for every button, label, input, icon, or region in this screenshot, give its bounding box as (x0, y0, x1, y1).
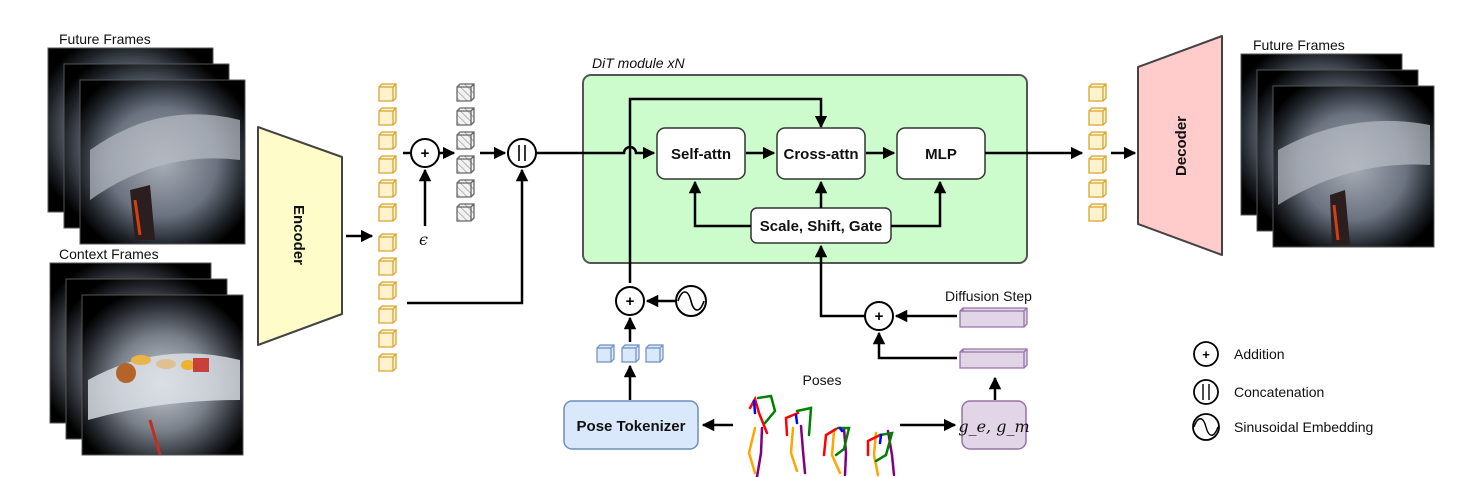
pose-embedding-to-add-arrow (872, 331, 957, 360)
legend-concatenation-label: Concatenation (1234, 384, 1324, 400)
context-frames-stack (49, 262, 244, 456)
pose-tokens (596, 344, 664, 363)
pose-tokenizer-block: Pose Tokenizer (563, 400, 699, 450)
modulation-to-self-attn-arrow (688, 180, 751, 228)
legend-concatenation: Concatenation (1193, 379, 1324, 405)
legend-addition-label: Addition (1234, 346, 1285, 362)
pose-skeleton (784, 406, 813, 475)
decoder-block (1137, 35, 1223, 256)
legend-sinusoidal: Sinusoidal Embedding (1192, 413, 1373, 441)
future-frames-stack (47, 47, 246, 245)
modulation-to-mlp-arrow (891, 180, 947, 228)
mlp-label: MLP (925, 146, 957, 163)
future-latent-tokens (378, 83, 397, 222)
pose-to-cross-attn-arrow (628, 97, 828, 283)
conditioning-addition-node: + (864, 301, 894, 331)
concatenation-node (507, 138, 537, 168)
ge-gm-block: g_e, g_m (958, 400, 1030, 450)
noisy-latent-tokens (456, 83, 475, 222)
pose-skeleton (747, 394, 777, 477)
cross-attn-label: Cross-attn (783, 146, 858, 163)
ge-gm-label: g_e, g_m (958, 417, 1029, 436)
sinusoidal-embedding-node (675, 285, 707, 317)
context-latent-tokens (378, 233, 397, 372)
encoder-label: Encoder (290, 205, 307, 265)
self-attn-block: Self-attn (656, 127, 746, 180)
output-latent-tokens (1088, 83, 1107, 222)
add-to-modulation-arrow (814, 244, 865, 318)
dit-module-label: DiT module xN (592, 55, 685, 71)
pose-tokenizer-label: Pose Tokenizer (577, 418, 686, 435)
scale-shift-gate-block: Scale, Shift, Gate (750, 207, 892, 244)
noise-addition-node: + (410, 138, 440, 168)
legend-addition: + Addition (1193, 341, 1285, 367)
decoder-label: Decoder (1173, 116, 1190, 176)
svg-text:+: + (875, 308, 884, 325)
context-to-concat-arrow (407, 168, 529, 305)
diffusion-step-label: Diffusion Step (945, 288, 1032, 304)
cross-attn-block: Cross-attn (776, 127, 866, 180)
svg-text:+: + (421, 145, 430, 162)
pose-skeleton (822, 426, 851, 477)
legend-sinusoidal-label: Sinusoidal Embedding (1234, 419, 1373, 435)
poses-label: Poses (803, 372, 842, 388)
output-future-frames-label: Future Frames (1253, 37, 1345, 53)
self-attn-label: Self-attn (671, 146, 731, 163)
pose-skeletons (747, 394, 896, 477)
context-frames-label: Context Frames (59, 246, 159, 262)
pose-condition-embedding (959, 348, 1028, 369)
mlp-block: MLP (896, 127, 986, 180)
future-frames-label: Future Frames (59, 31, 151, 47)
pose-skeleton (866, 429, 896, 477)
legend: + Addition Concatenation Sinusoidal Embe… (1192, 341, 1373, 441)
output-frames-stack (1240, 53, 1435, 248)
diffusion-step-embedding (959, 307, 1028, 328)
encoder-block (257, 126, 343, 346)
svg-text:+: + (626, 293, 635, 310)
scale-shift-gate-label: Scale, Shift, Gate (760, 218, 883, 235)
noise-symbol: ϵ (419, 230, 428, 249)
svg-text:+: + (1202, 347, 1210, 362)
pose-addition-node: + (615, 286, 645, 316)
